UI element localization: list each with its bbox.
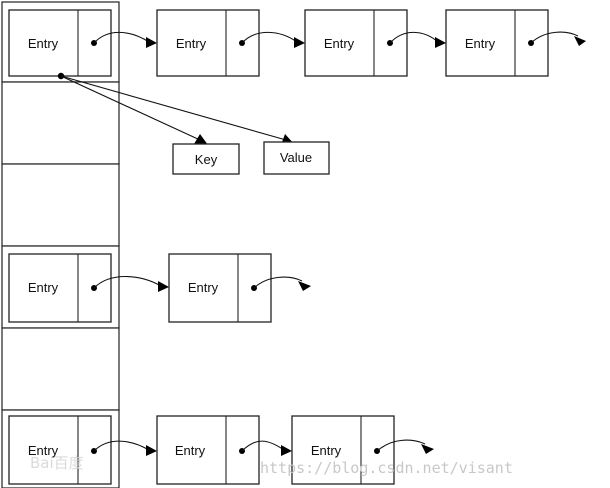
arrowhead <box>146 445 157 456</box>
entry-label: Entry <box>28 36 59 51</box>
null-link-arrow <box>530 31 579 44</box>
null-link-arrow <box>376 439 426 452</box>
entry-label: Entry <box>324 36 355 51</box>
key-label: Key <box>195 152 218 167</box>
entry-r1-1: Entry <box>156 9 260 77</box>
next-link-arrow <box>93 31 150 44</box>
value-box <box>263 141 330 175</box>
arrowhead <box>574 36 586 46</box>
entry-label: Entry <box>175 443 206 458</box>
next-link-arrow <box>241 440 285 452</box>
bucket-4 <box>1 327 120 411</box>
value-label: Value <box>280 150 312 165</box>
next-link-arrow <box>241 31 298 44</box>
next-link-arrow <box>93 276 162 289</box>
entry-label: Entry <box>28 443 59 458</box>
entry-label: Entry <box>28 280 59 295</box>
key-value-detail: Key Value <box>57 72 330 175</box>
null-link-arrow <box>253 276 303 289</box>
entry-r2-0: Entry <box>8 253 112 323</box>
row1-links <box>93 31 586 48</box>
arrowhead <box>421 444 434 454</box>
entry-label: Entry <box>176 36 207 51</box>
entry-r3-0: Entry <box>8 415 112 485</box>
entry-label: Entry <box>188 280 219 295</box>
row2-links <box>93 276 311 292</box>
key-pointer-line <box>60 75 201 141</box>
arrowhead <box>294 37 305 48</box>
entry-label: Entry <box>311 443 342 458</box>
arrowhead <box>146 37 157 48</box>
next-link-arrow <box>389 31 439 44</box>
watermark-url: https://blog.csdn.net/visant <box>260 459 513 477</box>
entry-label: Entry <box>465 36 496 51</box>
key-box <box>172 143 240 175</box>
entry-r2-1: Entry <box>168 253 272 323</box>
watermark-logo: Bai百度 <box>30 454 84 472</box>
entry-r1-3: Entry <box>445 9 549 77</box>
arrowhead <box>158 281 169 292</box>
arrowhead <box>194 134 208 145</box>
value-pointer-line <box>60 75 287 141</box>
arrowhead <box>281 445 292 456</box>
bucket-2 <box>1 163 120 247</box>
next-link-arrow <box>93 440 150 452</box>
entry-r3-1: Entry <box>156 415 260 485</box>
entry-r1-2: Entry <box>304 9 408 77</box>
entry-r1-0: Entry <box>8 9 112 77</box>
entry-r3-2: Entry <box>291 415 395 485</box>
row3-links <box>93 439 434 456</box>
arrowhead <box>298 281 311 291</box>
arrowhead <box>435 37 446 48</box>
bucket-1 <box>1 81 120 165</box>
